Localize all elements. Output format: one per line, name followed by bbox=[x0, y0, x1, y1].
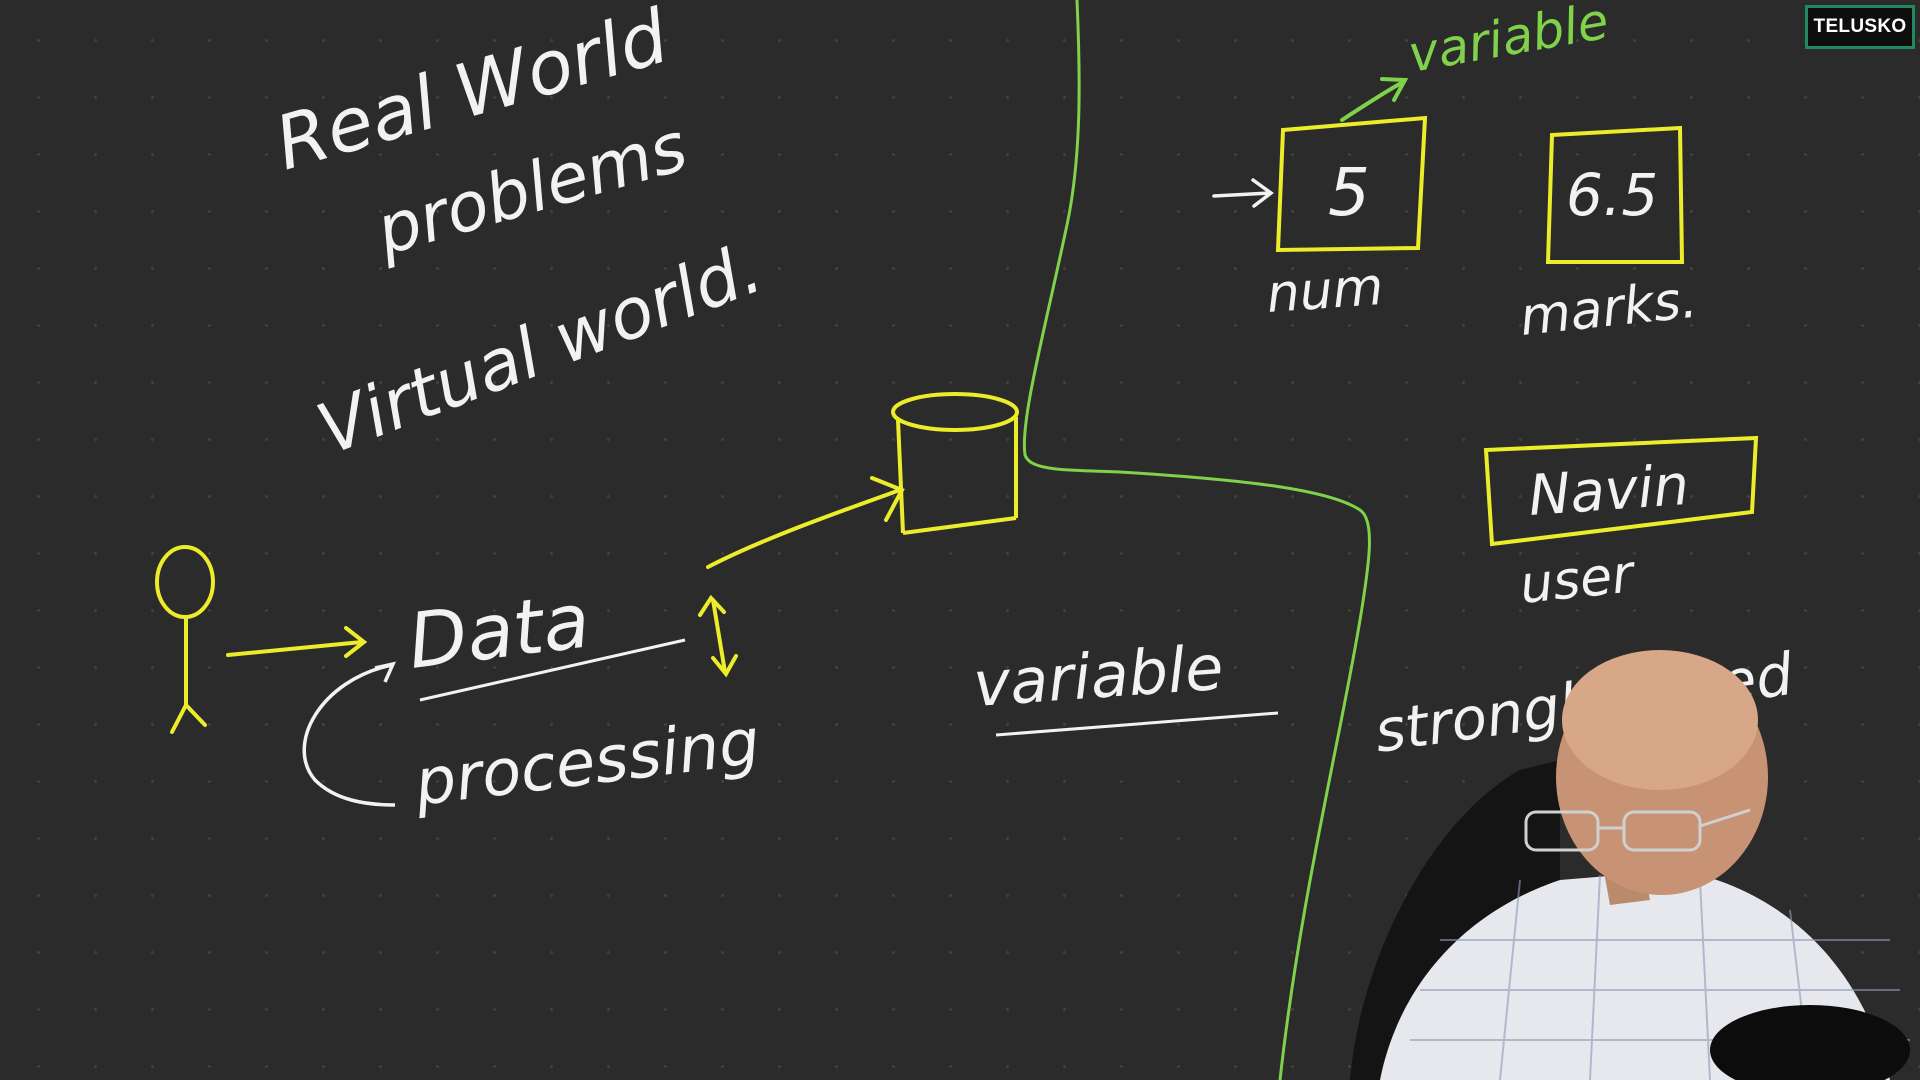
arrow-to-num-box-icon bbox=[1212, 178, 1274, 208]
user-box-value: Navin bbox=[1526, 453, 1691, 529]
green-divider-line bbox=[1022, 0, 1371, 1080]
note-processing: processing bbox=[410, 705, 764, 821]
marks-box-label: marks. bbox=[1517, 270, 1700, 348]
stick-figure-icon bbox=[155, 545, 215, 734]
double-arrow-icon bbox=[698, 594, 738, 678]
loop-arrow-icon bbox=[302, 663, 396, 807]
num-box-label: num bbox=[1265, 257, 1385, 325]
data-underline bbox=[419, 638, 686, 702]
channel-logo[interactable]: TELUSKO bbox=[1805, 5, 1915, 49]
marks-box-value: 6.5 bbox=[1566, 161, 1658, 229]
num-box-value: 5 bbox=[1328, 154, 1370, 231]
presenter-webcam bbox=[1350, 650, 1910, 1080]
note-virtual-world: Virtual world. bbox=[307, 227, 773, 471]
database-icon bbox=[891, 392, 1019, 535]
num-box bbox=[1275, 115, 1428, 253]
arrow-to-database-icon bbox=[706, 476, 905, 569]
channel-logo-text: TELUSKO bbox=[1813, 16, 1907, 37]
arrow-to-variable-icon bbox=[1340, 77, 1409, 122]
note-variable: variable bbox=[971, 631, 1226, 721]
note-data: Data bbox=[403, 575, 594, 685]
user-box bbox=[1483, 435, 1759, 547]
marks-box bbox=[1545, 125, 1685, 264]
arrow-to-data-icon bbox=[226, 626, 368, 658]
variable-underline bbox=[995, 711, 1279, 737]
note-variable-top: variable bbox=[1404, 0, 1613, 84]
user-box-label: user bbox=[1517, 544, 1640, 616]
